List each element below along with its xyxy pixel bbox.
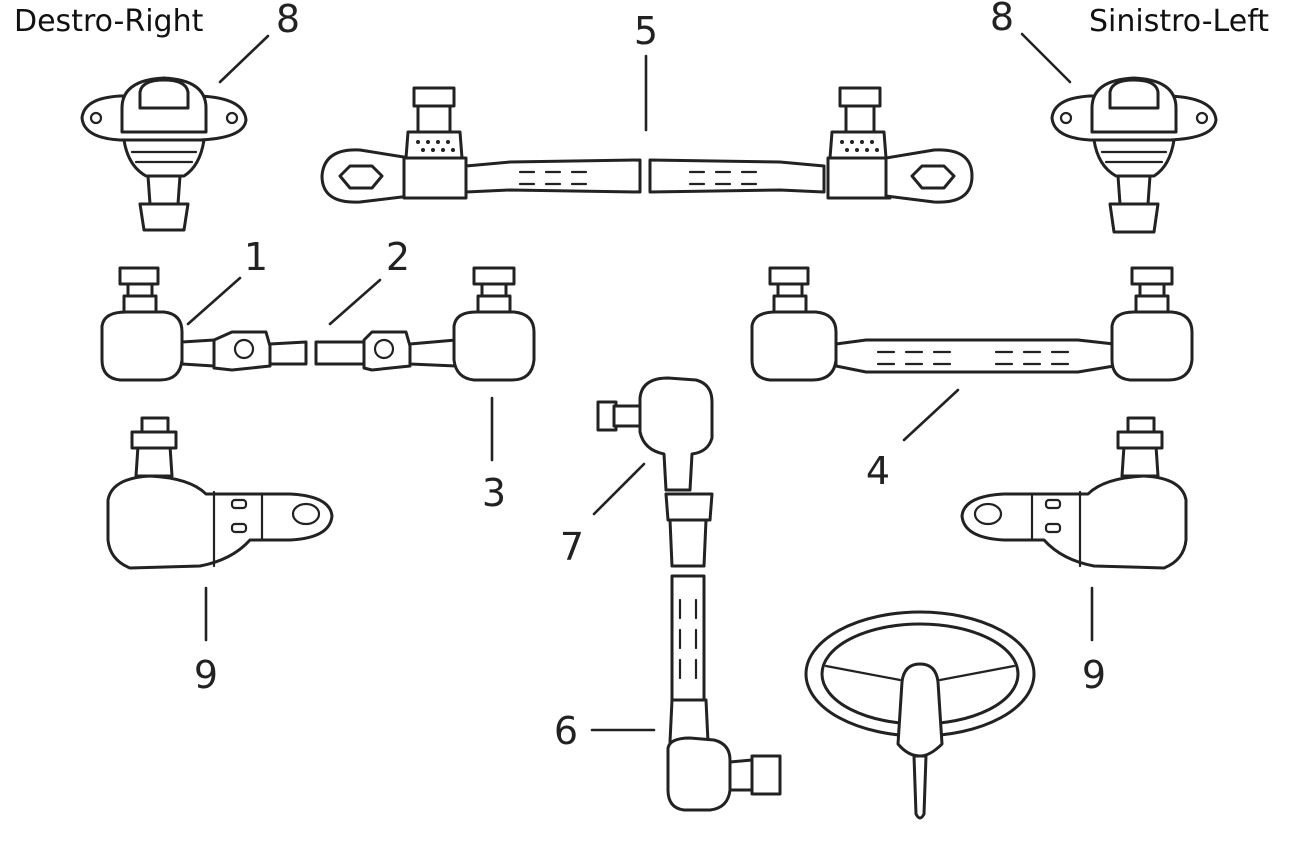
callout-5: 5 bbox=[634, 9, 658, 53]
callout-4: 4 bbox=[866, 449, 890, 493]
callout-8-left: 8 bbox=[990, 0, 1014, 39]
callout-2: 2 bbox=[386, 235, 410, 279]
callout-8-right: 8 bbox=[276, 0, 300, 41]
callout-7: 7 bbox=[560, 525, 584, 569]
callout-6: 6 bbox=[554, 709, 578, 753]
lower-ball-joint-right bbox=[106, 416, 334, 570]
destro-right-label: Destro-Right bbox=[14, 4, 204, 39]
tie-rod-assembly-right bbox=[100, 266, 536, 382]
callout-9-left: 9 bbox=[1082, 653, 1106, 697]
steering-wheel bbox=[804, 610, 1036, 820]
callout-1: 1 bbox=[244, 235, 268, 279]
leader-lines bbox=[186, 32, 1094, 732]
upper-ball-joint-left bbox=[1050, 76, 1218, 234]
sinistro-left-label: Sinistro-Left bbox=[1089, 4, 1269, 39]
center-track-rod bbox=[320, 86, 974, 204]
callout-3: 3 bbox=[482, 471, 506, 515]
upper-ball-joint-right bbox=[80, 76, 248, 232]
drag-link bbox=[596, 376, 782, 812]
tie-rod-left bbox=[750, 266, 1194, 382]
callout-9-right: 9 bbox=[194, 653, 218, 697]
lower-ball-joint-left bbox=[960, 416, 1188, 570]
